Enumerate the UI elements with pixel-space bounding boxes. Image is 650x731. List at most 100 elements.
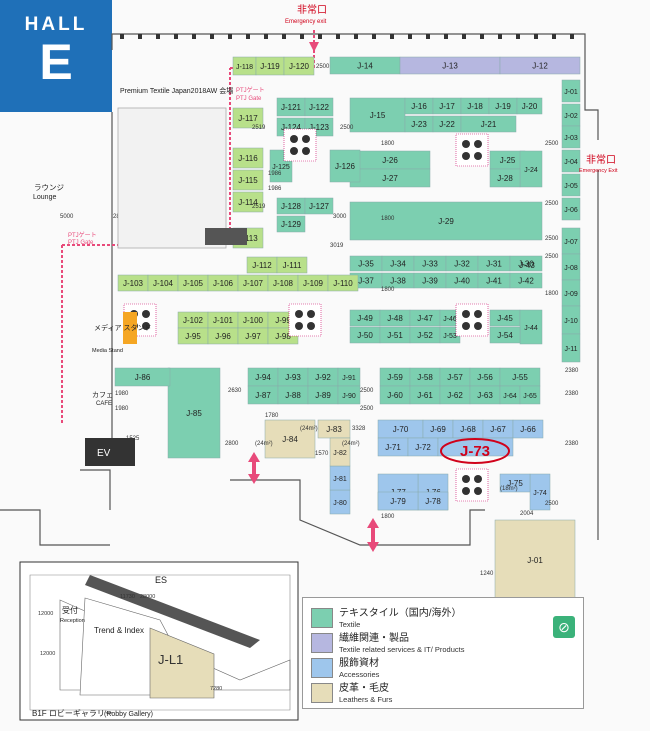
legend-swatch-accessories bbox=[311, 658, 333, 678]
dimension-label: 2519 bbox=[252, 125, 266, 131]
booth-label: J-124 bbox=[281, 123, 302, 132]
table-icon bbox=[474, 487, 482, 495]
legend-item-textile: テキスタイル（国内/海外）Textile bbox=[311, 608, 461, 630]
booth-label: J-60 bbox=[387, 391, 403, 400]
table-icon bbox=[307, 322, 315, 330]
dimension-label: 2500 bbox=[545, 141, 559, 147]
booth-label: J-18 bbox=[467, 102, 483, 111]
inset-dimension-label: 7280 bbox=[210, 686, 222, 692]
emergency-exit-right-jp: 非常口 bbox=[586, 153, 616, 166]
wall-pillar bbox=[498, 34, 502, 39]
dimension-label: 2500 bbox=[340, 125, 354, 131]
inset-map bbox=[19, 561, 299, 721]
booth-label: J-49 bbox=[357, 314, 373, 323]
booth-label: J-122 bbox=[309, 103, 330, 112]
booth-j-82 bbox=[329, 437, 351, 467]
legend-swatch-textile bbox=[311, 608, 333, 628]
wall-pillar bbox=[336, 34, 340, 39]
wall-pillar bbox=[246, 34, 250, 39]
dimension-label: 1800 bbox=[381, 287, 395, 293]
wall-pillar bbox=[552, 34, 556, 39]
booth-label: J-52 bbox=[417, 331, 433, 340]
booth-label: J-81 bbox=[333, 476, 347, 483]
booth-label: J-42 bbox=[518, 277, 534, 286]
booth-label: J-83 bbox=[326, 425, 342, 434]
booth-label: J-64 bbox=[503, 393, 517, 400]
booth-label: J-98 bbox=[275, 332, 291, 341]
booth-j-116 bbox=[232, 147, 264, 169]
booth-label: J-90 bbox=[342, 393, 356, 400]
booth-j-04 bbox=[561, 149, 581, 173]
table-icon bbox=[290, 147, 298, 155]
booth-j-15 bbox=[349, 97, 406, 133]
booth-label: J-07 bbox=[564, 239, 578, 246]
dimension-label: (24m²) bbox=[342, 441, 360, 447]
booth-j-03 bbox=[561, 125, 581, 149]
booth-label: J-06 bbox=[564, 207, 578, 214]
table-icon bbox=[302, 135, 310, 143]
ptj-gate-1-jp: PTJゲート bbox=[236, 86, 265, 94]
booth-j-90 bbox=[337, 385, 361, 405]
booth-label: J-40 bbox=[454, 277, 470, 286]
booth-label: J-92 bbox=[315, 373, 331, 382]
booth-label: J-63 bbox=[477, 391, 493, 400]
booth-label: J-46 bbox=[443, 316, 457, 323]
booth-j-20 bbox=[516, 97, 543, 115]
booth-label: J-100 bbox=[243, 316, 264, 325]
table-icon bbox=[302, 147, 310, 155]
dimension-label: 3328 bbox=[352, 426, 366, 432]
booth-j-84 bbox=[264, 419, 316, 459]
booth-label: J-66 bbox=[520, 425, 536, 434]
elevator-block bbox=[85, 438, 135, 466]
escalator-arrows bbox=[248, 42, 379, 552]
booth-label: J-44 bbox=[524, 325, 538, 332]
table-icon bbox=[307, 310, 315, 318]
booth-label: J-118 bbox=[236, 64, 253, 71]
booth-label: J-38 bbox=[390, 277, 406, 286]
booth-label: J-29 bbox=[438, 217, 454, 226]
booth-label: J-107 bbox=[243, 279, 264, 288]
premium-label: Premium Textile Japan2018AW 会場 bbox=[120, 86, 233, 95]
table-cluster bbox=[455, 468, 489, 502]
booth-label: J-95 bbox=[185, 332, 201, 341]
media-jp: メディア スタンド bbox=[94, 323, 151, 332]
booth-j-12 bbox=[499, 56, 581, 75]
booth-label: J-21 bbox=[481, 120, 497, 129]
wall-pillar bbox=[264, 34, 268, 39]
booth-label: J-101 bbox=[213, 316, 234, 325]
booth-label: J-09 bbox=[564, 291, 578, 298]
wall-pillar bbox=[516, 34, 520, 39]
booth-label: J-129 bbox=[281, 220, 302, 229]
booth-j-65 bbox=[519, 385, 541, 405]
wall-pillar bbox=[444, 34, 448, 39]
cafe-en: CAFE bbox=[96, 401, 112, 407]
legend-related-en: Textile related services & IT/ Products bbox=[339, 645, 465, 654]
booth-label: J-35 bbox=[358, 260, 374, 269]
booth-label: J-119 bbox=[260, 62, 280, 71]
booth-label: J-112 bbox=[252, 261, 272, 270]
wall-pillar bbox=[210, 34, 214, 39]
ptj-gate-2-jp: PTJゲート bbox=[68, 231, 97, 239]
dimension-label: 1800 bbox=[381, 216, 395, 222]
lounge-jp: ラウンジ bbox=[34, 183, 64, 192]
booth-j-28 bbox=[489, 168, 521, 188]
booth-label: J-16 bbox=[411, 102, 427, 111]
dimension-label: 1780 bbox=[265, 413, 279, 419]
booth-label: J-48 bbox=[387, 314, 403, 323]
table-icon bbox=[474, 475, 482, 483]
booth-label: J-51 bbox=[387, 331, 403, 340]
dimension-label: 2004 bbox=[520, 511, 534, 517]
emergency-exit-top-en: Emergency exit bbox=[285, 19, 327, 25]
booth-label: J-67 bbox=[490, 425, 506, 434]
booth-label: J-32 bbox=[454, 260, 470, 269]
booth-j-111 bbox=[276, 256, 308, 274]
booth-label: J-109 bbox=[303, 279, 324, 288]
booth-j-126 bbox=[329, 149, 361, 183]
booth-label: J-78 bbox=[425, 497, 441, 506]
dimension-label: 2500 bbox=[316, 64, 330, 70]
dimension-label: 2500 bbox=[545, 236, 559, 242]
inset-reception-en: Reception bbox=[60, 618, 85, 624]
